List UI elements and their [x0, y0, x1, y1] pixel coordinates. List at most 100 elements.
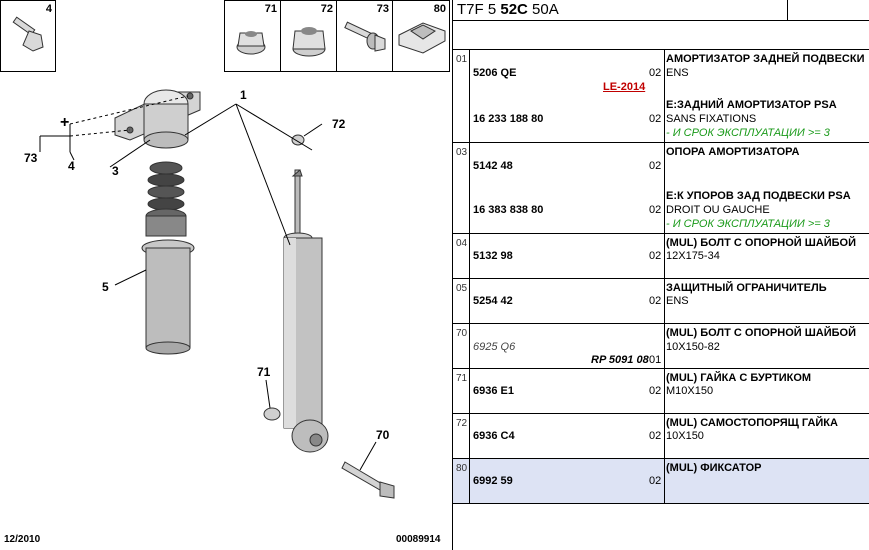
cell-text: (MUL) ФИКСАТОР	[666, 462, 762, 474]
cell-text: 6936 C4	[473, 430, 515, 442]
thumb-clip-80[interactable]: 80	[392, 0, 450, 72]
table-cell	[453, 414, 470, 458]
table-cell	[453, 234, 470, 278]
cell-text: - И СРОК ЭКСПЛУАТАЦИИ >= 3	[666, 218, 830, 230]
footer-code: 00089914	[396, 534, 441, 545]
cell-text: 01	[456, 54, 468, 65]
thumb-nut-71[interactable]: 71	[224, 0, 281, 72]
cell-text: 5254 42	[473, 295, 513, 307]
cell-text: 80	[456, 463, 468, 474]
thumb-label: 73	[376, 3, 389, 15]
table-cell	[470, 50, 665, 142]
table-row[interactable]: 01 5206 QE LE-2014 16 233 188 80 02 02 А…	[453, 50, 869, 143]
cell-text: - И СРОК ЭКСПЛУАТАЦИИ >= 3	[666, 127, 830, 139]
table-row[interactable]: 71 6936 E1 02 (MUL) ГАЙКА С БУРТИКОМ M10…	[453, 369, 869, 414]
callout-5[interactable]: 5	[102, 280, 109, 294]
cell-text: 02	[649, 430, 662, 442]
cell-text: 02	[649, 250, 662, 262]
cell-text: 5132 98	[473, 250, 513, 262]
parts-diagram[interactable]: 4 71 72 73	[0, 0, 452, 550]
bolt-icon	[12, 16, 44, 52]
cell-text: 71	[456, 373, 468, 384]
plus-icon: +	[60, 114, 70, 131]
table-row[interactable]: 72 6936 C4 02 (MUL) САМОСТОПОРЯЩ ГАЙКА 1…	[453, 414, 869, 459]
cell-text: E:К УПОРОВ ЗАД ПОДВЕСКИ PSA	[666, 190, 851, 202]
cell-text: 02	[649, 475, 662, 487]
cell-text: (MUL) БОЛТ С ОПОРНОЙ ШАЙБОЙ	[666, 237, 856, 249]
callout-4[interactable]: 4	[68, 159, 75, 173]
table-row[interactable]: 70 6925 Q6 RP 5091 08 01 (MUL) БОЛТ С ОП…	[453, 324, 869, 369]
table-cell	[453, 324, 470, 368]
table-cell	[453, 143, 470, 233]
callout-72[interactable]: 72	[332, 117, 346, 131]
table-row[interactable]: 05 5254 42 02 ЗАЩИТНЫЙ ОГРАНИЧИТЕЛЬ ENS	[453, 279, 869, 324]
cell-text: 02	[649, 204, 662, 216]
table-row[interactable]: 04 5132 98 02 (MUL) БОЛТ С ОПОРНОЙ ШАЙБО…	[453, 234, 869, 279]
flange-nut-icon	[236, 31, 266, 55]
cell-text: 02	[649, 67, 662, 79]
header-spacer	[453, 20, 869, 50]
cell-text: E:ЗАДНИЙ АМОРТИЗАТОР PSA	[666, 99, 837, 111]
table-cell	[470, 459, 665, 503]
lock-nut-icon	[292, 27, 326, 57]
cell-text: SANS FIXATIONS	[666, 113, 757, 125]
table-row[interactable]: 03 5142 48 16 383 838 80 02 02 ОПОРА АМО…	[453, 143, 869, 234]
table-header: T7F 5 52C 50A	[453, 0, 869, 21]
cell-text: 02	[649, 385, 662, 397]
table-cell	[470, 414, 665, 458]
cell-text: (MUL) САМОСТОПОРЯЩ ГАЙКА	[666, 417, 838, 429]
table-cell	[470, 324, 665, 368]
table-row-selected[interactable]: 80 6992 59 02 (MUL) ФИКСАТОР	[453, 459, 869, 504]
link-le-2014[interactable]: LE-2014	[603, 81, 646, 93]
cell-text: 03	[456, 147, 468, 158]
cell-text: 02	[649, 113, 662, 125]
cell-text: АМОРТИЗАТОР ЗАДНЕЙ ПОДВЕСКИ	[666, 53, 865, 65]
cell-text: ENS	[666, 67, 689, 79]
callout-71[interactable]: 71	[257, 365, 271, 379]
cell-text: 01	[649, 354, 662, 366]
table-cell	[470, 279, 665, 323]
cell-text: 04	[456, 238, 468, 249]
cell-text: 16 233 188 80	[473, 113, 544, 125]
callout-1[interactable]: 1	[240, 88, 247, 102]
cell-text: DROIT OU GAUCHE	[666, 204, 770, 216]
cell-text: 6992 59	[473, 475, 513, 487]
cell-text: 05	[456, 283, 468, 294]
page-title: T7F 5 52C 50A	[457, 1, 559, 18]
table-cell	[470, 234, 665, 278]
cell-text: ENS	[666, 295, 689, 307]
cell-text: ЗАЩИТНЫЙ ОГРАНИЧИТЕЛЬ	[666, 282, 827, 294]
thumb-label: 71	[264, 3, 277, 15]
table-cell	[453, 279, 470, 323]
cell-text: 16 383 838 80	[473, 204, 544, 216]
callout-3[interactable]: 3	[112, 164, 119, 178]
cell-text: 70	[456, 328, 468, 339]
table-cell	[453, 369, 470, 413]
footer-date: 12/2010	[4, 534, 41, 545]
table-cell	[470, 143, 665, 233]
callout-70[interactable]: 70	[376, 428, 390, 442]
thumb-nut-72[interactable]: 72	[280, 0, 337, 72]
thumb-bolt-73[interactable]: 73	[336, 0, 393, 72]
thumb-bolt-4[interactable]: 4	[0, 0, 56, 72]
header-separator	[787, 0, 788, 20]
bolt-washer-icon	[344, 21, 386, 52]
parts-table: T7F 5 52C 50A 01 5206 QE LE-2014 16 233 …	[453, 0, 869, 550]
callout-73[interactable]: 73	[24, 151, 38, 165]
cell-text: (MUL) БОЛТ С ОПОРНОЙ ШАЙБОЙ	[666, 327, 856, 339]
cell-text: 10X150	[666, 430, 704, 442]
cell-text: 10X150-82	[666, 341, 720, 353]
table-cell	[453, 50, 470, 142]
cell-text: 6925 Q6	[473, 341, 516, 353]
cell-text: 5206 QE	[473, 67, 517, 79]
cell-text: ОПОРА АМОРТИЗАТОРА	[666, 146, 800, 158]
cell-text: RP 5091 08	[591, 354, 649, 366]
panel-divider	[452, 0, 453, 550]
thumb-label: 80	[433, 3, 446, 15]
cell-text: 6936 E1	[473, 385, 514, 397]
cell-text: 02	[649, 160, 662, 172]
cell-text: 02	[649, 295, 662, 307]
table-cell	[453, 459, 470, 503]
clip-icon	[398, 22, 446, 54]
thumb-label: 4	[45, 3, 52, 15]
